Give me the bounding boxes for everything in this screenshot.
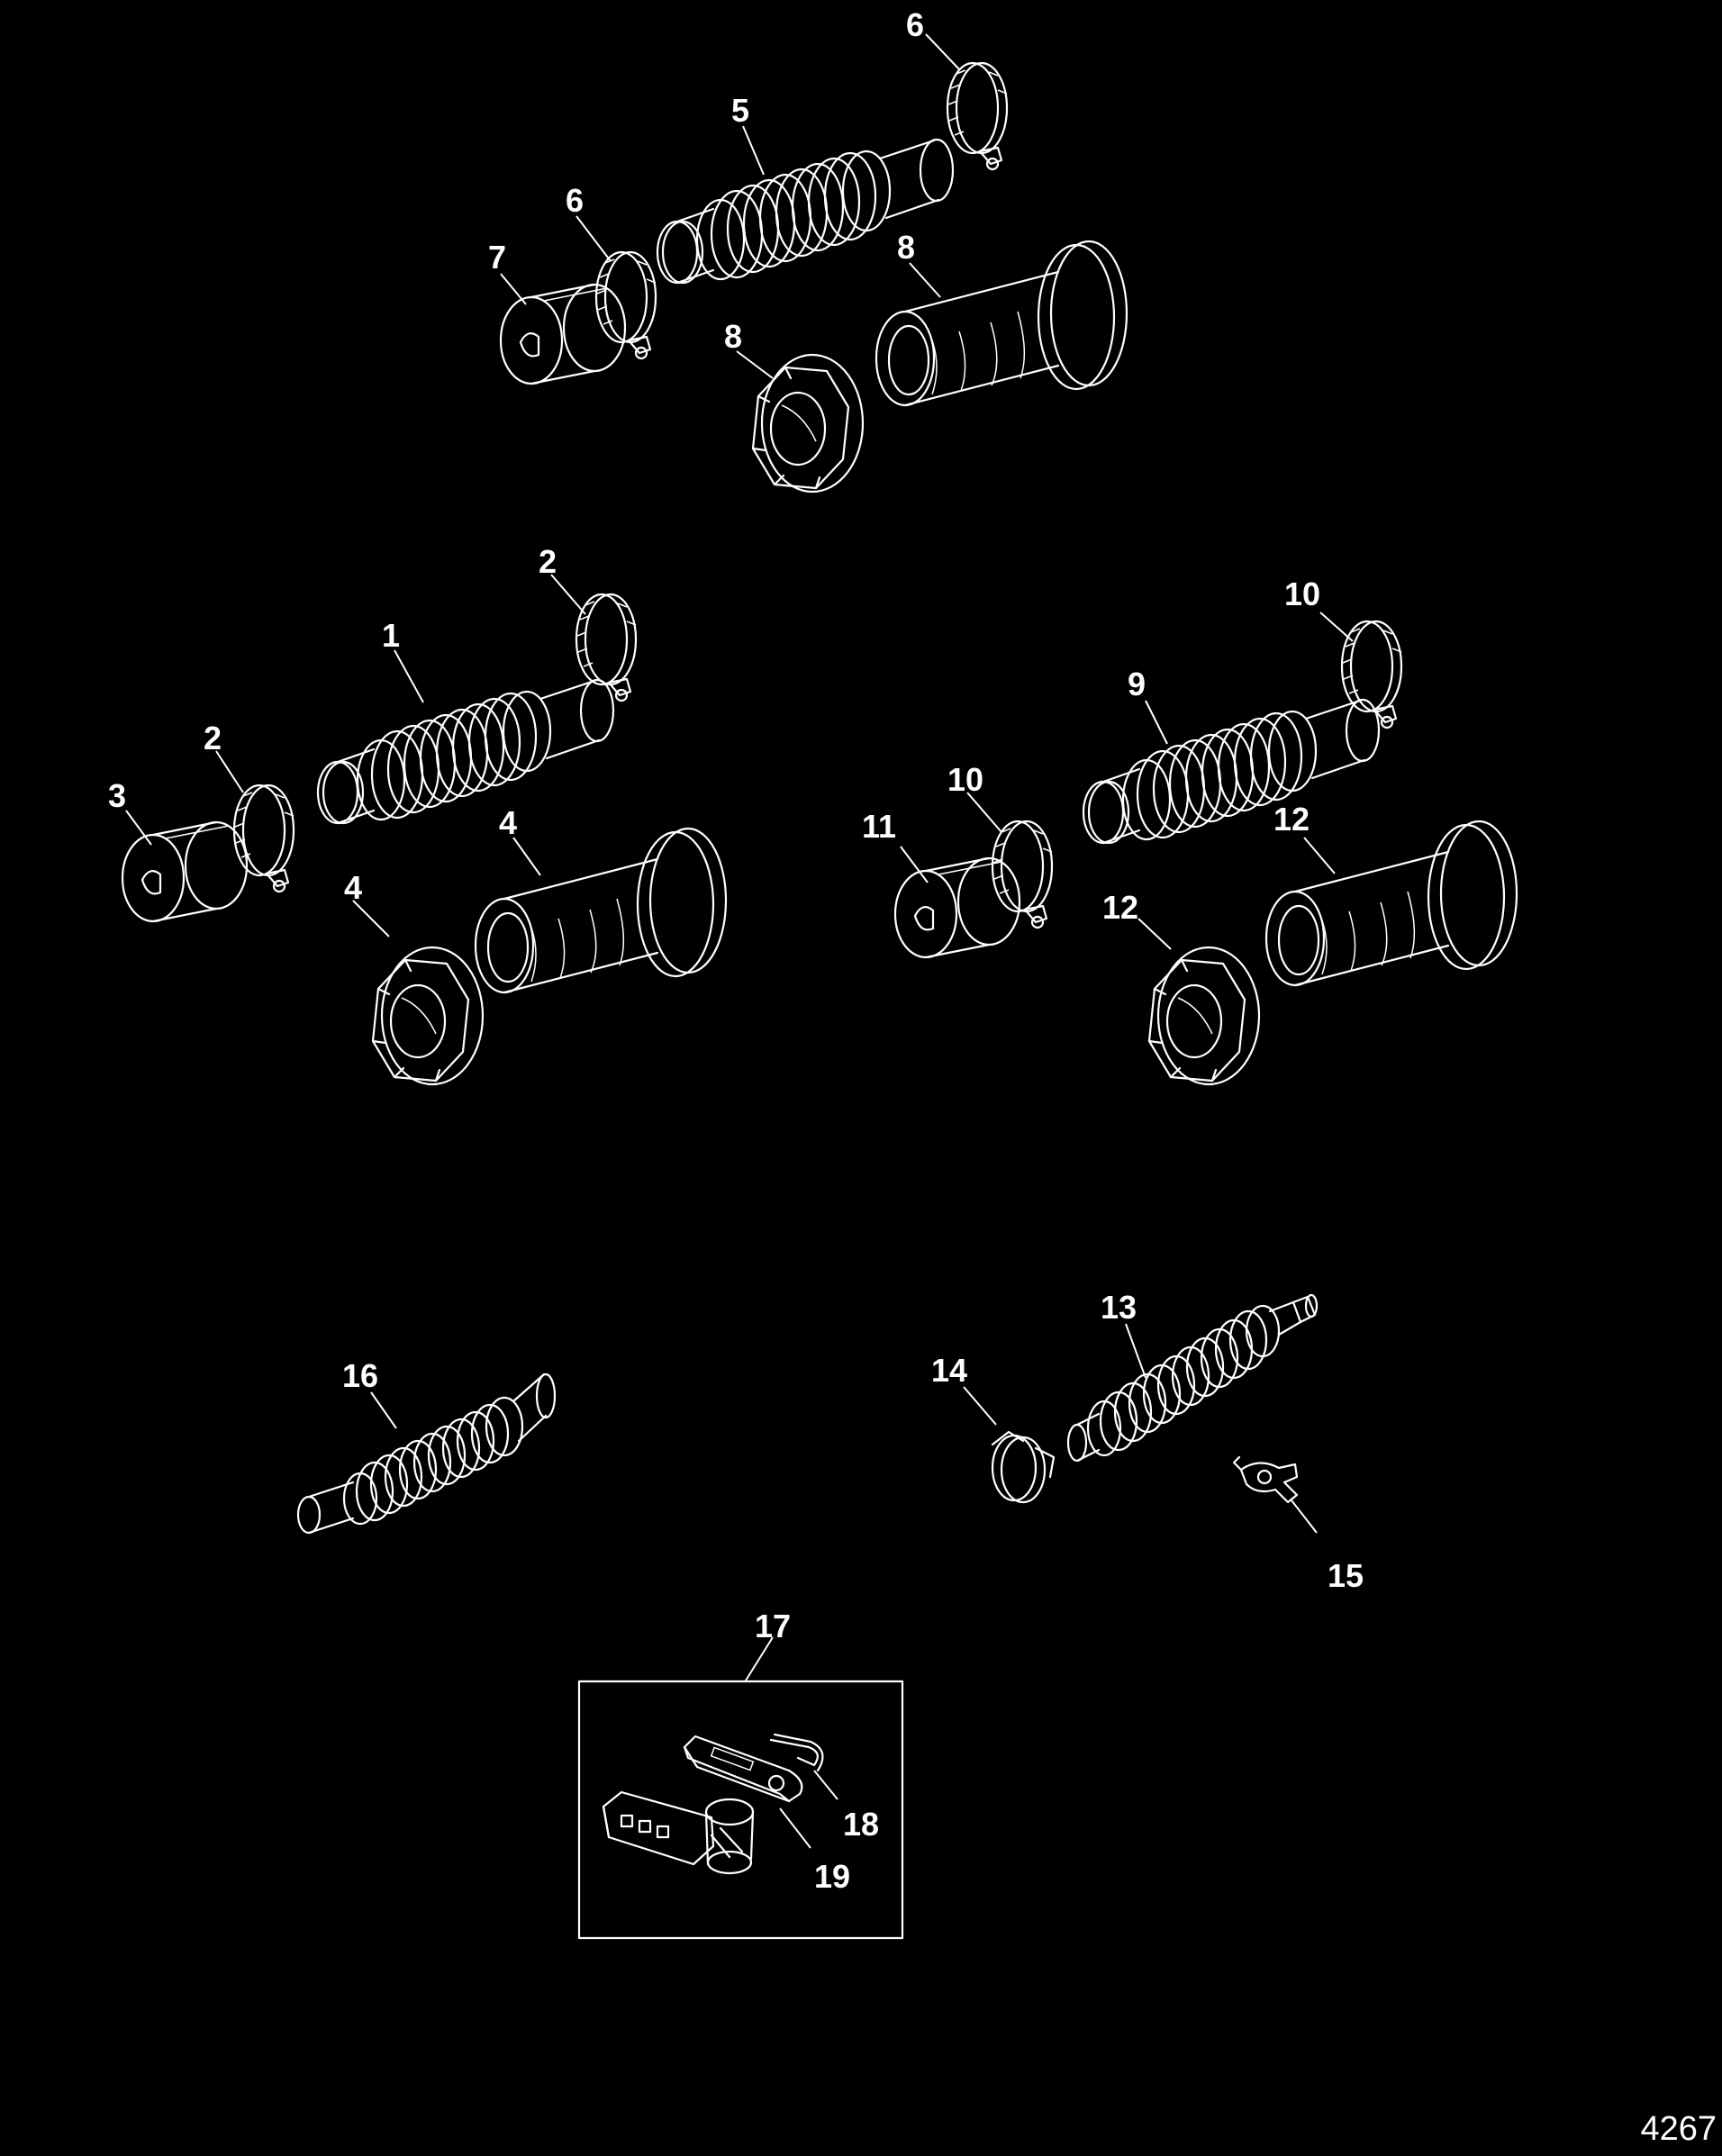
callout-17: 17	[755, 1608, 791, 1644]
sleeve-8	[875, 240, 1128, 407]
bellows-boot-9	[1082, 698, 1381, 845]
callout-6-upper: 6	[906, 6, 924, 43]
callout-10-upper: 10	[1284, 575, 1320, 612]
part-group-top	[499, 61, 1128, 494]
callout-1: 1	[382, 617, 400, 654]
sleeve-4	[474, 827, 728, 994]
callout-12-sleeve: 12	[1273, 801, 1310, 838]
callout-2-lower: 2	[204, 720, 222, 756]
callout-13: 13	[1101, 1289, 1137, 1326]
callout-5: 5	[731, 92, 749, 129]
callout-9: 9	[1128, 666, 1146, 702]
sleeve-12	[1264, 820, 1518, 987]
callout-15: 15	[1328, 1557, 1364, 1594]
part-16-boot	[296, 1372, 557, 1535]
callout-10-lower: 10	[947, 761, 983, 798]
callout-14: 14	[931, 1352, 967, 1389]
callout-4-sleeve: 4	[499, 804, 517, 841]
part-group-middle-left	[121, 593, 728, 1086]
callout-4-nut: 4	[344, 869, 362, 906]
callout-12-nut: 12	[1102, 889, 1138, 926]
bushing-3	[121, 820, 249, 923]
clamp-10-lower	[991, 820, 1054, 929]
callout-19: 19	[814, 1858, 850, 1895]
hex-nut-4	[371, 946, 485, 1086]
clamp-10-upper	[1340, 620, 1403, 729]
clamp-6-lower	[594, 250, 657, 360]
callout-labels: 6 5 6 7 8 8 2 1 2 3 4 4 10 9 10 11 12 12…	[108, 6, 1364, 1895]
callout-11: 11	[862, 808, 896, 845]
hex-nut-12	[1147, 946, 1261, 1086]
bellows-boot-1	[316, 678, 615, 825]
callout-3: 3	[108, 777, 126, 814]
callout-8-nut: 8	[724, 318, 742, 355]
callout-16: 16	[342, 1357, 378, 1394]
callout-6-lower: 6	[566, 182, 584, 219]
leader-lines	[125, 33, 1354, 1849]
callout-8-sleeve: 8	[897, 229, 915, 266]
part-19-cable-end	[602, 1790, 755, 1875]
part-13-boot	[1066, 1293, 1319, 1463]
part-group-middle-right	[893, 620, 1518, 1086]
part-18-hairpin-clip	[769, 1733, 824, 1772]
part-14-clamp	[991, 1430, 1056, 1504]
callout-2-upper: 2	[539, 543, 557, 580]
part-19-slotted-link	[683, 1735, 803, 1803]
clamp-6-upper	[946, 61, 1009, 171]
callout-18: 18	[843, 1806, 879, 1843]
callout-7: 7	[488, 239, 506, 276]
part-17-kit-box	[577, 1680, 904, 1940]
clamp-2-lower	[232, 784, 295, 893]
part-15-clip	[1232, 1455, 1299, 1504]
figure-number: 4267	[1640, 2110, 1717, 2148]
